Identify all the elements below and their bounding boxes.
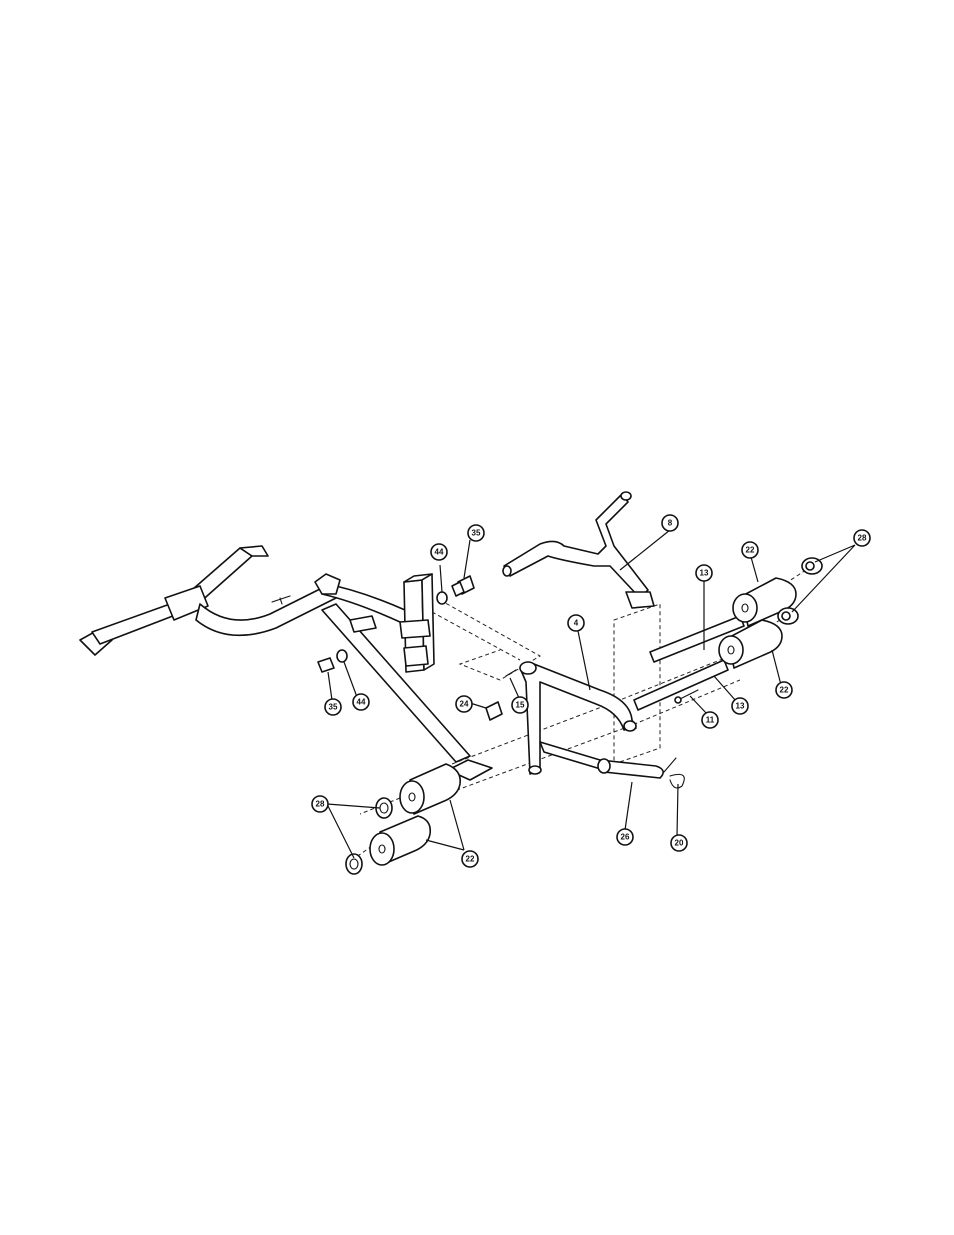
- callout-20: 20: [671, 835, 687, 851]
- svg-text:11: 11: [706, 716, 715, 725]
- callout-44-upper: 44: [431, 544, 447, 560]
- svg-text:15: 15: [516, 701, 525, 710]
- svg-text:13: 13: [700, 569, 709, 578]
- callout-8: 8: [662, 515, 678, 531]
- svg-text:20: 20: [675, 839, 684, 848]
- callout-22-upper: 22: [742, 542, 758, 558]
- top-handle: [503, 492, 654, 608]
- svg-text:44: 44: [435, 548, 444, 557]
- callout-22-right: 22: [776, 682, 792, 698]
- svg-text:24: 24: [460, 700, 469, 709]
- callout-44-lower: 44: [353, 694, 369, 710]
- callout-22-front: 22: [462, 851, 478, 867]
- callout-26: 26: [617, 829, 633, 845]
- svg-text:35: 35: [472, 529, 481, 538]
- callout-13-upper: 13: [696, 565, 712, 581]
- svg-text:22: 22: [466, 855, 475, 864]
- callout-13-lower: 13: [732, 698, 748, 714]
- svg-text:22: 22: [746, 546, 755, 555]
- svg-text:13: 13: [736, 702, 745, 711]
- svg-text:26: 26: [621, 833, 630, 842]
- svg-text:28: 28: [316, 800, 325, 809]
- callout-15: 15: [512, 697, 528, 713]
- callout-11: 11: [702, 712, 718, 728]
- svg-text:22: 22: [780, 686, 789, 695]
- callout-35-upper: 35: [468, 525, 484, 541]
- handle-grip: [598, 758, 684, 788]
- callout-24: 24: [456, 696, 472, 712]
- main-frame: [80, 546, 492, 780]
- svg-text:35: 35: [329, 703, 338, 712]
- svg-text:8: 8: [668, 519, 673, 528]
- svg-text:4: 4: [574, 619, 579, 628]
- svg-text:44: 44: [357, 698, 366, 707]
- callout-28-front: 28: [312, 796, 328, 812]
- svg-text:28: 28: [858, 534, 867, 543]
- lever-arm: [520, 662, 636, 774]
- callout-28-right: 28: [854, 530, 870, 546]
- callout-4: 4: [568, 615, 584, 631]
- callout-35-lower: 35: [325, 699, 341, 715]
